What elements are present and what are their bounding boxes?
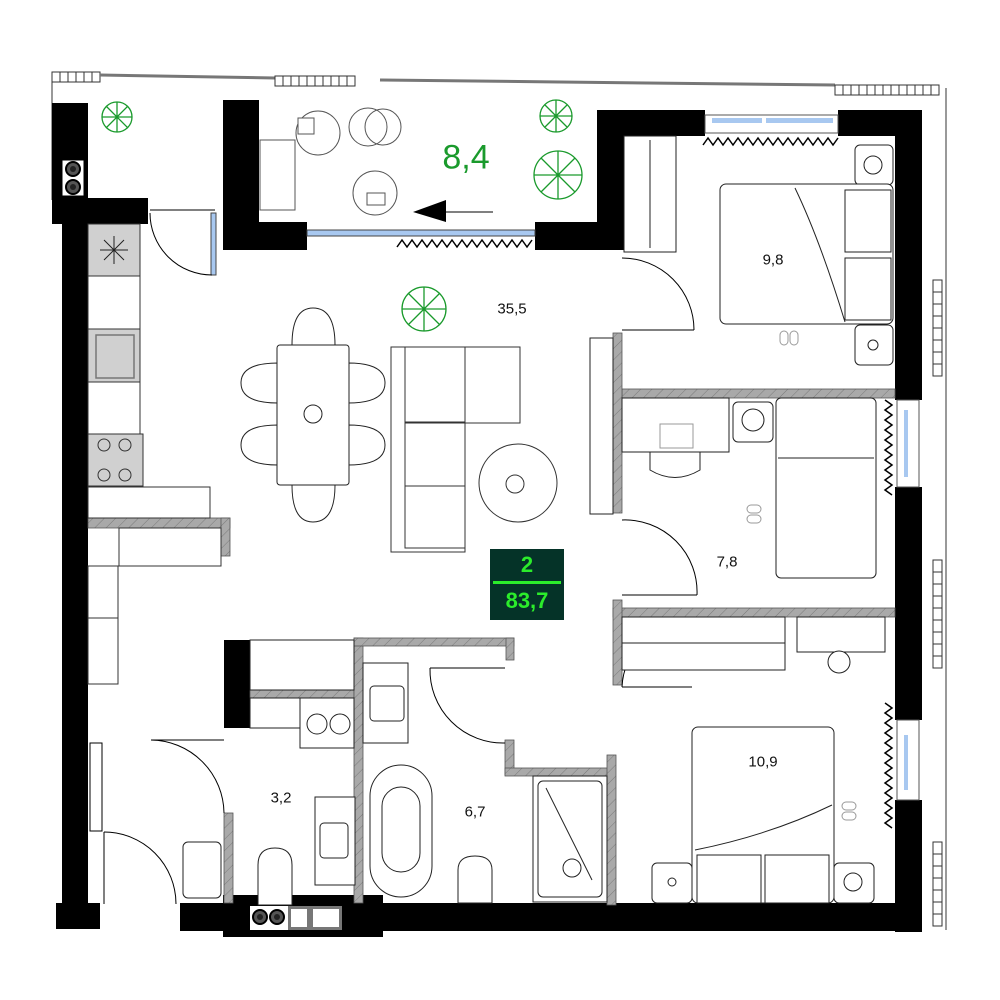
slippers-icon bbox=[746, 330, 857, 821]
room-count: 2 bbox=[520, 552, 534, 577]
ventilation-shaft-icon bbox=[61, 159, 342, 930]
bedroom-1-furniture bbox=[623, 135, 894, 366]
balcony-railing bbox=[51, 71, 947, 930]
room-area-bathroom-main: 6,7 bbox=[464, 803, 486, 821]
stove-icon bbox=[87, 433, 144, 487]
interior-partitions bbox=[87, 332, 896, 906]
plant-icon bbox=[101, 99, 583, 332]
bathroom-small-fixtures bbox=[182, 796, 356, 906]
room-area-balcony: 8,4 bbox=[442, 138, 490, 177]
room-area-living-kitchen: 35,5 bbox=[497, 300, 527, 318]
kitchen-units bbox=[87, 223, 222, 685]
room-area-bedroom-1: 9,8 bbox=[762, 251, 784, 269]
badge-divider bbox=[493, 581, 561, 584]
doors bbox=[89, 209, 698, 905]
wardrobe-icon bbox=[589, 337, 614, 515]
bedroom-master-furniture bbox=[621, 616, 886, 904]
room-area-bathroom-small: 3,2 bbox=[270, 789, 292, 807]
desk-icon bbox=[621, 397, 730, 453]
toilet-icon bbox=[257, 847, 293, 906]
bed-icon bbox=[775, 397, 877, 579]
room-area-bedroom-master: 10,9 bbox=[748, 753, 778, 771]
chair-icon bbox=[347, 424, 386, 466]
chair-icon bbox=[347, 362, 386, 404]
drawer-unit bbox=[118, 527, 222, 567]
bedroom-2-furniture bbox=[589, 337, 877, 579]
closet-wardrobe-icon bbox=[249, 639, 355, 749]
curtains bbox=[396, 136, 894, 829]
chair-icon bbox=[291, 307, 336, 346]
dining-table-icon bbox=[240, 307, 386, 523]
total-area: 83,7 bbox=[505, 588, 549, 613]
room-area-bedroom-2: 7,8 bbox=[716, 553, 738, 571]
armchair-icon bbox=[259, 110, 398, 216]
coffee-table-icon bbox=[348, 107, 402, 147]
toilet-icon bbox=[457, 855, 493, 904]
apartment-summary-badge: 2 83,7 bbox=[490, 549, 564, 620]
radiator-icon bbox=[182, 841, 222, 899]
exterior-walls bbox=[52, 100, 922, 937]
chair-icon bbox=[240, 362, 279, 404]
round-rug-icon bbox=[478, 443, 558, 523]
bathroom-main-fixtures bbox=[362, 662, 608, 904]
chair-icon bbox=[240, 424, 279, 466]
sofa-icon bbox=[390, 346, 521, 553]
sliding-door-arrow-icon bbox=[413, 200, 493, 222]
chair-icon bbox=[291, 484, 336, 523]
windows bbox=[210, 114, 920, 801]
facade-frames bbox=[932, 279, 943, 927]
